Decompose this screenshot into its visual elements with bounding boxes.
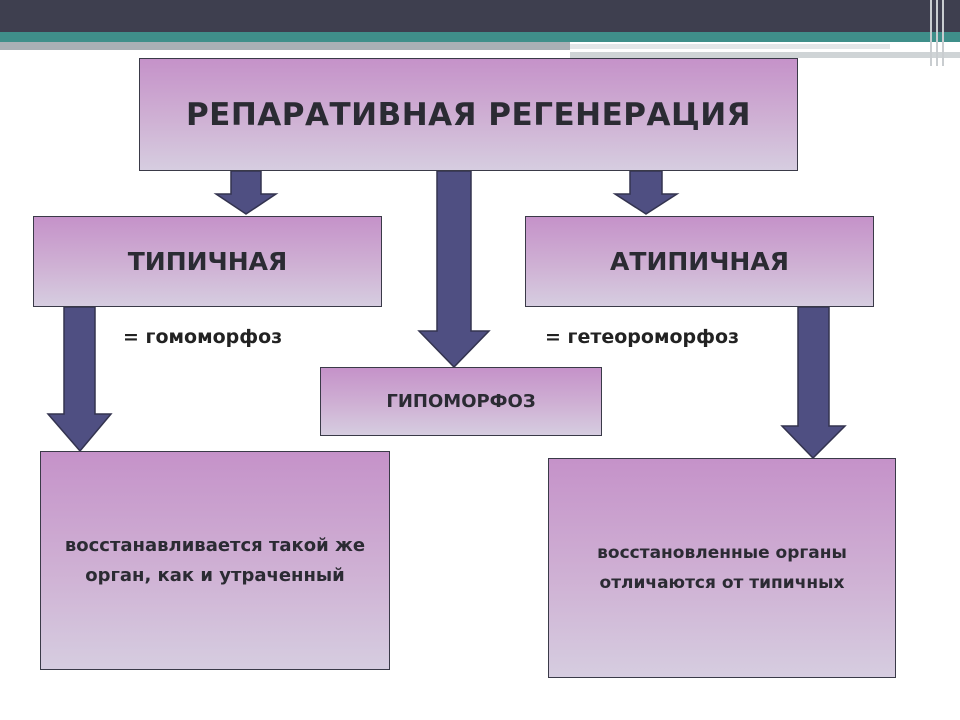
- hypomorphosis-label: ГИПОМОРФОЗ: [386, 391, 536, 412]
- header-teal-line: [0, 32, 960, 42]
- homomorphosis-label: = гомоморфоз: [123, 326, 283, 348]
- header-light-line: [570, 44, 890, 49]
- heteromorphosis-label: = гетеороморфоз: [545, 326, 740, 348]
- header-stripe: [942, 0, 944, 66]
- header-light-line-2: [570, 52, 960, 58]
- header-stripe: [930, 0, 932, 66]
- typical-result-text: восстанавливается такой же орган, как и …: [64, 534, 366, 586]
- arrow-atypical-to-result: [780, 306, 847, 460]
- typical-box: ТИПИЧНАЯ: [33, 216, 382, 307]
- typical-label: ТИПИЧНАЯ: [127, 247, 288, 276]
- atypical-box: АТИПИЧНАЯ: [525, 216, 874, 307]
- slide-header-bar: [0, 0, 960, 32]
- arrow-title-to-typical: [213, 170, 279, 215]
- atypical-result-box: восстановленные органы отличаются от тип…: [548, 458, 896, 678]
- atypical-label: АТИПИЧНАЯ: [610, 247, 789, 276]
- diagram-title: РЕПАРАТИВНАЯ РЕГЕНЕРАЦИЯ: [185, 96, 752, 133]
- hypomorphosis-box: ГИПОМОРФОЗ: [320, 367, 602, 436]
- diagram-title-box: РЕПАРАТИВНАЯ РЕГЕНЕРАЦИЯ: [139, 58, 798, 171]
- arrow-title-to-atypical: [612, 170, 680, 215]
- header-stripe: [936, 0, 938, 66]
- atypical-result-text: восстановленные органы отличаются от тип…: [597, 543, 847, 593]
- arrow-typical-to-result: [46, 306, 113, 453]
- header-grey-line: [0, 42, 570, 50]
- typical-result-box: восстанавливается такой же орган, как и …: [40, 451, 390, 670]
- arrow-title-to-hypomorphosis: [417, 170, 491, 369]
